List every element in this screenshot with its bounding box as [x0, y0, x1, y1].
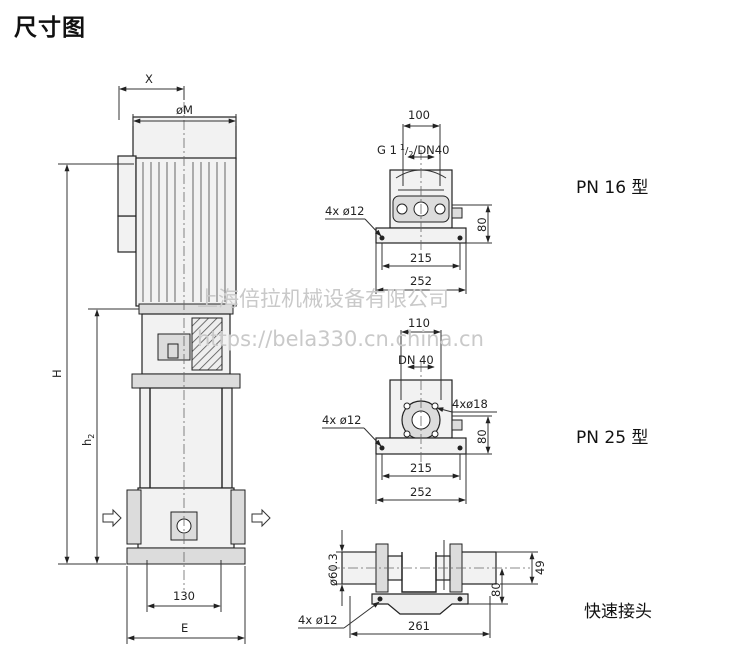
- pump-column: [139, 387, 233, 489]
- motor-fan-cover: [132, 116, 237, 160]
- dim-h-label: H: [50, 369, 64, 378]
- motor-body: [135, 157, 237, 307]
- motor-cooling-fins: [142, 162, 226, 302]
- pn16-dim-100-label: 100: [408, 108, 430, 122]
- pn25-dim-215-label: 215: [410, 461, 432, 475]
- inlet-flow-arrow: [102, 508, 122, 528]
- pn25-hole-4: [431, 430, 439, 438]
- pn25-hole-3: [403, 430, 411, 438]
- quick-dim-80-label: 80: [489, 582, 503, 597]
- motor-side-bracket: [117, 155, 137, 217]
- pn25-dim-110-label: 110: [408, 316, 430, 330]
- coupling-guard-mesh: [191, 317, 223, 371]
- inlet-flange: [126, 489, 142, 545]
- terminal-box: [117, 215, 137, 253]
- quick-base-plate: [371, 593, 469, 615]
- dim-h2-label: h2: [80, 434, 96, 446]
- pn25-bolt-right: [457, 445, 463, 451]
- outlet-flow-arrow: [251, 508, 271, 528]
- quick-coupling-label: 快速接头: [584, 602, 652, 622]
- pn16-side-boss: [451, 207, 463, 219]
- quick-holes-label: 4x ø12: [298, 613, 337, 627]
- page-title: 尺寸图: [14, 15, 86, 41]
- pn16-bolt-left: [379, 235, 385, 241]
- dim-x-label: X: [145, 72, 153, 86]
- pump-front-view: X øM H h2 130 E: [50, 72, 271, 644]
- outlet-flange: [230, 489, 246, 545]
- pn25-dim-252-label: 252: [410, 485, 432, 499]
- pn25-top-view: 110 DN 40 4xø18 4x ø12 80 215 252 PN 25 …: [322, 316, 648, 504]
- dim-e-label: E: [181, 621, 188, 635]
- quick-bolt-left: [377, 596, 383, 602]
- pn16-holes-label: 4x ø12: [325, 204, 364, 218]
- pn25-dim-80-label: 80: [475, 429, 489, 444]
- quick-coupling-view: ø60.3 49 80 4x ø12 261 快速接头: [298, 530, 652, 638]
- quick-body: [401, 552, 437, 593]
- pn25-side-boss: [451, 419, 463, 431]
- flow-arrows: [102, 508, 271, 528]
- pn16-dim-252-label: 252: [410, 274, 432, 288]
- pn25-connection-label: DN 40: [398, 353, 434, 367]
- pump-head: [131, 373, 241, 389]
- dim-130-label: 130: [173, 589, 195, 603]
- pn16-port-left: [396, 203, 408, 215]
- pn16-port-right: [434, 203, 446, 215]
- watermark-company: 上海倍拉机械设备有限公司: [197, 287, 449, 311]
- pn16-bolt-right: [457, 235, 463, 241]
- quick-dim-261-label: 261: [408, 619, 430, 633]
- pn16-dim-215-label: 215: [410, 251, 432, 265]
- quick-dim-49-label: 49: [533, 560, 547, 575]
- dim-m-label: øM: [176, 103, 193, 117]
- base-foot: [126, 547, 246, 565]
- coupling-bolt: [167, 343, 179, 359]
- pn25-bolt-left: [379, 445, 385, 451]
- pn25-holes-right-label: 4xø18: [452, 397, 488, 411]
- pn25-holes-left-label: 4x ø12: [322, 413, 361, 427]
- pn25-type-label: PN 25 型: [576, 428, 648, 448]
- watermark-url: https://bela330.cn.china.cn: [197, 327, 484, 351]
- pn16-type-label: PN 16 型: [576, 178, 648, 198]
- pn16-dim-80-label: 80: [475, 217, 489, 232]
- quick-bolt-right: [457, 596, 463, 602]
- pn25-hole-1: [403, 402, 411, 410]
- quick-dim-603-label: ø60.3: [326, 553, 340, 586]
